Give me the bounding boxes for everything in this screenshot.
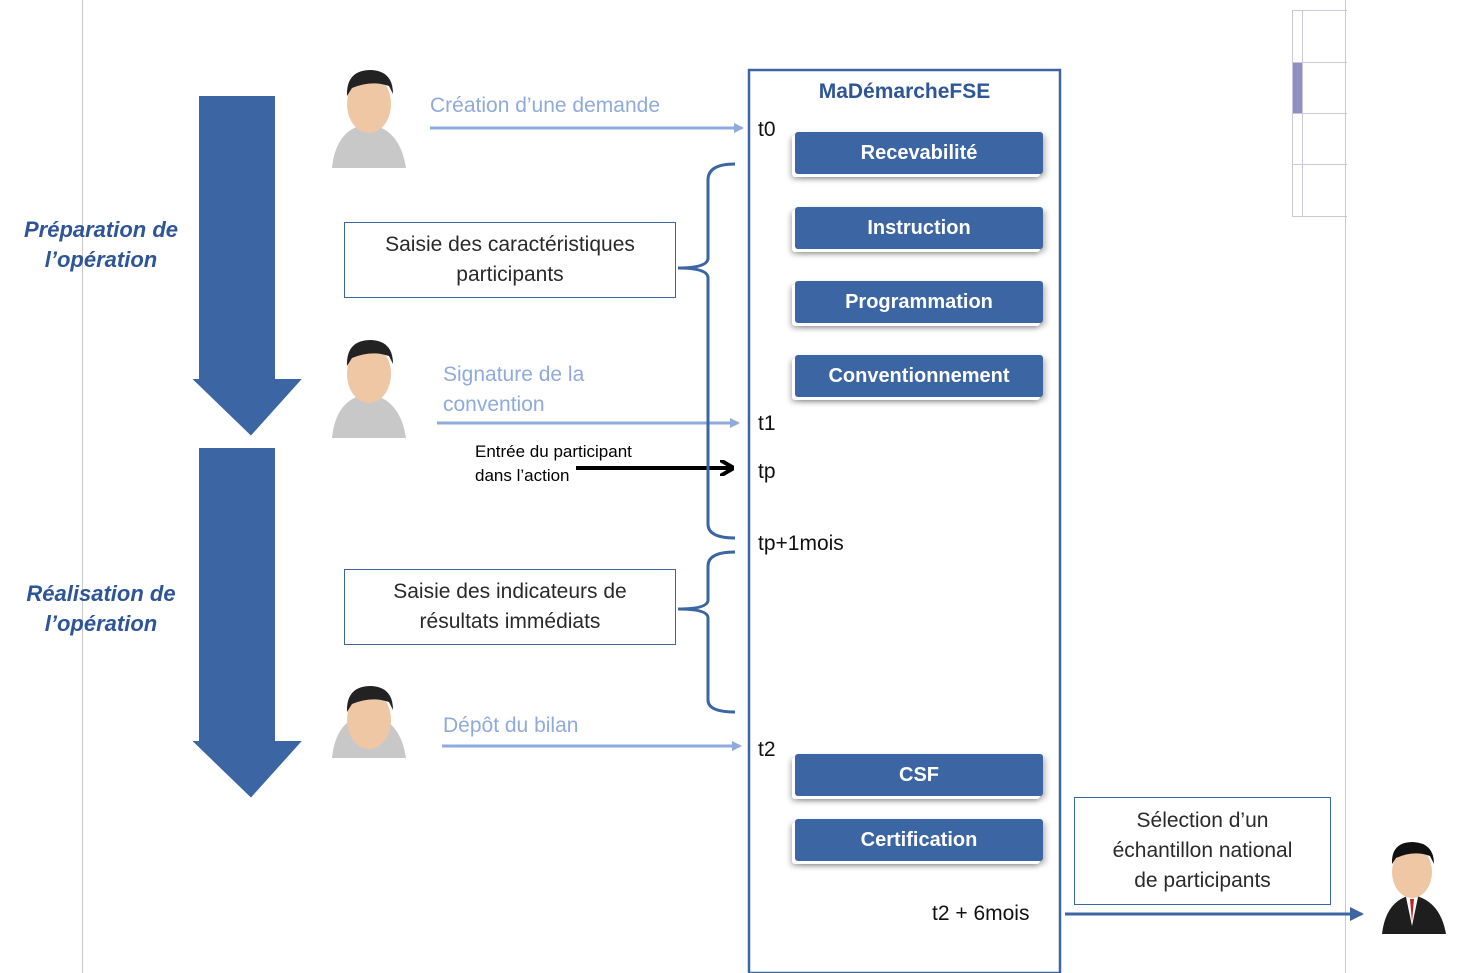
phase-arrow-realisation	[187, 446, 307, 801]
system-title: MaDémarcheFSE	[818, 80, 991, 103]
phase-label-preparation: Préparation de l’opération	[23, 217, 179, 272]
label-creation: Création d’une demande	[430, 94, 660, 117]
time-tp-plus-1mois: tp+1mois	[758, 532, 844, 555]
actor-avatar-3	[332, 686, 406, 758]
phase-label-realisation: Réalisation de l’opération	[26, 581, 176, 636]
step-certification: Certification	[795, 819, 1043, 861]
step-instruction: Instruction	[795, 207, 1043, 249]
business-avatar	[1382, 842, 1446, 934]
actor-avatar-1	[332, 70, 406, 168]
phase-arrow-preparation	[187, 94, 307, 439]
brace-caracteristiques	[677, 162, 736, 540]
step-conventionnement: Conventionnement	[795, 355, 1043, 397]
label-entree: Entrée du participant dans l’action	[475, 442, 632, 485]
right-guide-line	[1345, 0, 1346, 973]
label-signature: Signature de la convention	[443, 363, 585, 416]
step-programmation: Programmation	[795, 281, 1043, 323]
side-panel-grid	[1292, 10, 1347, 217]
step-recevabilite: Recevabilité	[795, 132, 1043, 174]
time-t1: t1	[758, 412, 776, 435]
side-panel-highlight	[1293, 63, 1302, 113]
time-t2: t2	[758, 738, 776, 761]
box-selection-echantillon: Sélection d’un échantillon national de p…	[1074, 797, 1331, 905]
time-t2-plus-6mois: t2 + 6mois	[932, 902, 1030, 925]
label-depot: Dépôt du bilan	[443, 714, 579, 737]
time-t0: t0	[758, 118, 776, 141]
box-saisie-caracteristiques: Saisie des caractéristiques participants	[344, 222, 676, 298]
actor-avatar-2	[332, 340, 406, 438]
brace-indicateurs	[677, 550, 736, 714]
system-frame	[747, 68, 1062, 973]
time-tp: tp	[758, 460, 776, 483]
left-guide-line	[82, 0, 83, 973]
box-saisie-indicateurs: Saisie des indicateurs de résultats immé…	[344, 569, 676, 645]
step-csf: CSF	[795, 754, 1043, 796]
